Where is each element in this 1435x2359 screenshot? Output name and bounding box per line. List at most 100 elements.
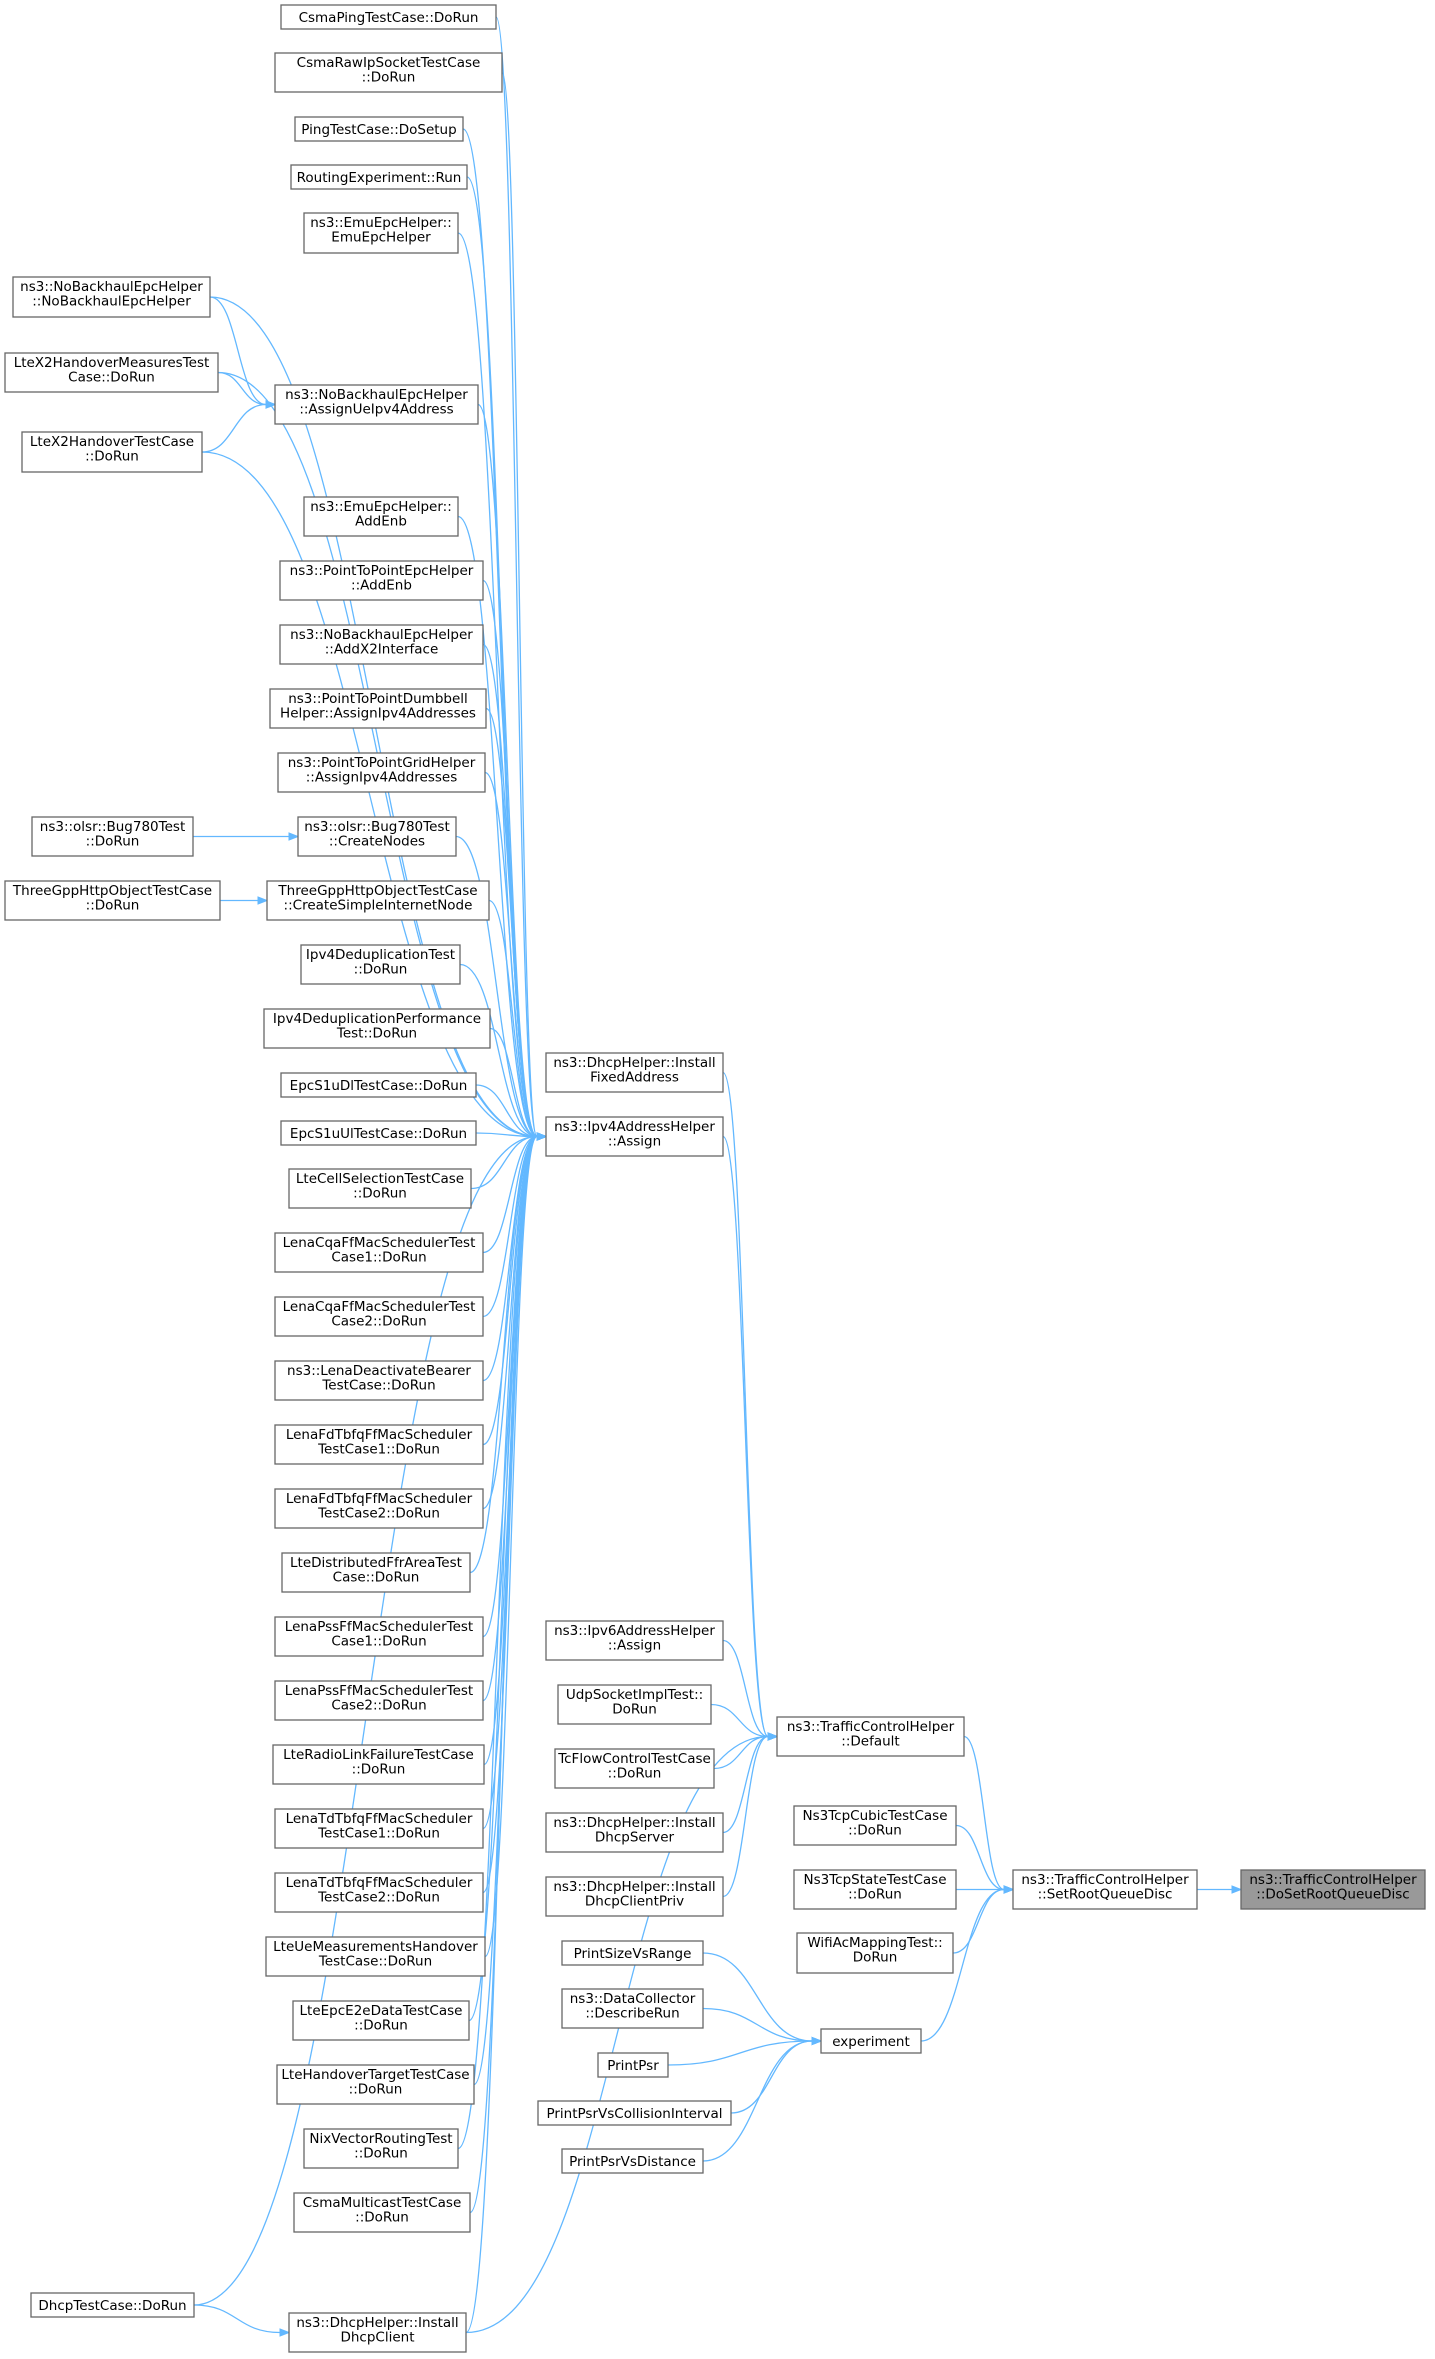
node-box (294, 116, 464, 142)
node-tcflow[interactable]: TcFlowControlTestCase::DoRun (554, 1748, 715, 1789)
node-threegpp_create[interactable]: ThreeGppHttpObjectTestCase::CreateSimple… (266, 880, 490, 921)
node-label: ns3::NoBackhaulEpcHelper (290, 627, 473, 643)
node-wifiac[interactable]: WifiAcMappingTest::DoRun (796, 1932, 954, 1974)
node-tch_default[interactable]: ns3::TrafficControlHelper::Default (776, 1716, 965, 1757)
node-lteepce2e[interactable]: LteEpcE2eDataTestCase::DoRun (292, 2000, 470, 2041)
node-printpsrcoll[interactable]: PrintPsrVsCollisionInterval (537, 2100, 732, 2126)
node-olsr_dorun[interactable]: ns3::olsr::Bug780Test::DoRun (31, 816, 194, 857)
node-label: ns3::TrafficControlHelper (787, 1719, 955, 1735)
node-csmaraw[interactable]: CsmaRawIpSocketTestCase::DoRun (274, 52, 503, 93)
node-label: Ns3TcpCubicTestCase (802, 1808, 947, 1824)
node-setroot_do[interactable]: ns3::TrafficControlHelper::DoSetRootQueu… (1240, 1869, 1426, 1910)
node-label: ns3::DataCollector (570, 1991, 696, 2007)
edge-line (484, 771, 538, 1138)
edge-line (920, 1888, 1005, 2042)
node-box (276, 2064, 475, 2105)
node-box (303, 212, 459, 254)
edge-layer (193, 16, 1243, 2337)
node-nobackhaul_x2[interactable]: ns3::NoBackhaulEpcHelper::AddX2Interface (279, 624, 484, 665)
node-nixvector[interactable]: NixVectorRoutingTest::DoRun (303, 2128, 459, 2169)
node-box (561, 2148, 704, 2174)
node-p2pgrid[interactable]: ns3::PointToPointGridHelper::AssignIpv4A… (277, 752, 486, 793)
edge-datacollector-to-experiment (702, 2007, 823, 2046)
node-setroot[interactable]: ns3::TrafficControlHelper::SetRootQueueD… (1012, 1869, 1198, 1910)
node-label: ::CreateSimpleInternetNode (284, 898, 473, 914)
node-label: ThreeGppHttpObjectTestCase (12, 883, 212, 899)
node-p2pdumbbell[interactable]: ns3::PointToPointDumbbellHelper::AssignI… (269, 688, 487, 729)
edge-arrowhead (257, 896, 269, 905)
node-box (263, 1008, 491, 1049)
node-experiment[interactable]: experiment (820, 2028, 922, 2054)
node-label: DoRun (853, 1950, 898, 1966)
edge-dhcptest-to-dhcpclient (193, 2304, 291, 2337)
node-threegpp_dorun[interactable]: ThreeGppHttpObjectTestCase::DoRun (4, 880, 221, 921)
node-pingsetup[interactable]: PingTestCase::DoSetup (294, 116, 464, 142)
node-ipv6assign[interactable]: ns3::Ipv6AddressHelper::Assign (545, 1620, 724, 1661)
node-label: DhcpClientPriv (585, 1894, 684, 1910)
node-lteradio[interactable]: LteRadioLinkFailureTestCase::DoRun (272, 1744, 485, 1785)
node-nobackhaul_assign[interactable]: ns3::NoBackhaulEpcHelper::AssignUeIpv4Ad… (274, 384, 479, 425)
node-label: TestCase::DoRun (321, 1378, 435, 1394)
node-box (297, 816, 457, 857)
node-ltex2handover[interactable]: LteX2HandoverTestCase::DoRun (21, 431, 203, 473)
node-label: LteX2HandoverTestCase (30, 434, 194, 450)
node-routingexp[interactable]: RoutingExperiment::Run (290, 164, 468, 190)
node-ipv4dedup[interactable]: Ipv4DeduplicationTest::DoRun (300, 944, 461, 985)
node-printpsr[interactable]: PrintPsr (597, 2052, 669, 2078)
node-printsize[interactable]: PrintSizeVsRange (561, 1940, 704, 1966)
node-nobackhaul_ctor[interactable]: ns3::NoBackhaulEpcHelper::NoBackhaulEpcH… (12, 276, 211, 318)
node-label: LteDistributedFfrAreaTest (290, 1555, 462, 1571)
node-label: ns3::LenaDeactivateBearer (287, 1363, 471, 1379)
edge-line (952, 1888, 1005, 1954)
node-box (274, 1488, 484, 1529)
node-ipv4assign[interactable]: ns3::Ipv4AddressHelper::Assign (545, 1116, 724, 1157)
node-udpsocket[interactable]: UdpSocketImplTest::DoRun (557, 1684, 712, 1725)
node-ns3tcpcubic[interactable]: Ns3TcpCubicTestCase::DoRun (793, 1805, 957, 1846)
node-label: ns3::olsr::Bug780Test (40, 819, 185, 835)
node-dhcptest[interactable]: DhcpTestCase::DoRun (30, 2292, 195, 2318)
node-label: Case2::DoRun (331, 1314, 426, 1330)
edge-wifiac-to-setroot (952, 1885, 1015, 1954)
node-label: ::DoRun (354, 2146, 408, 2162)
edge-line (475, 1132, 538, 1138)
node-box (554, 1748, 715, 1789)
node-epcs1uul[interactable]: EpcS1uUlTestCase::DoRun (280, 1120, 477, 1146)
node-ltehotarget[interactable]: LteHandoverTargetTestCase::DoRun (276, 2064, 475, 2105)
node-olsr_create[interactable]: ns3::olsr::Bug780Test::CreateNodes (297, 816, 457, 857)
node-box (274, 1808, 484, 1849)
node-label: experiment (832, 2034, 910, 2050)
node-emuepc_ctor[interactable]: ns3::EmuEpcHelper::EmuEpcHelper (303, 212, 459, 254)
node-printpsrdist[interactable]: PrintPsrVsDistance (561, 2148, 704, 2174)
node-ns3tcpstate[interactable]: Ns3TcpStateTestCase::DoRun (793, 1869, 957, 1910)
node-label: ::DoRun (354, 2018, 408, 2034)
node-box (277, 752, 486, 793)
node-csmaping[interactable]: CsmaPingTestCase::DoRun (280, 4, 497, 30)
node-datacollector[interactable]: ns3::DataCollector::DescribeRun (561, 1988, 704, 2029)
node-csmamulti[interactable]: CsmaMulticastTestCase::DoRun (293, 2192, 471, 2233)
node-p2pepc_addenb[interactable]: ns3::PointToPointEpcHelper::AddEnb (279, 560, 484, 601)
node-ltecellsel[interactable]: LteCellSelectionTestCase::DoRun (288, 1168, 472, 1209)
node-emuepc_addenb[interactable]: ns3::EmuEpcHelper::AddEnb (303, 496, 459, 537)
node-label: EpcS1uUlTestCase::DoRun (290, 1126, 467, 1142)
node-label: ns3::olsr::Bug780Test (304, 819, 449, 835)
node-label: Case::DoRun (68, 370, 155, 386)
node-epcs1udl[interactable]: EpcS1uDlTestCase::DoRun (280, 1072, 477, 1098)
edge-line (484, 1135, 538, 1958)
